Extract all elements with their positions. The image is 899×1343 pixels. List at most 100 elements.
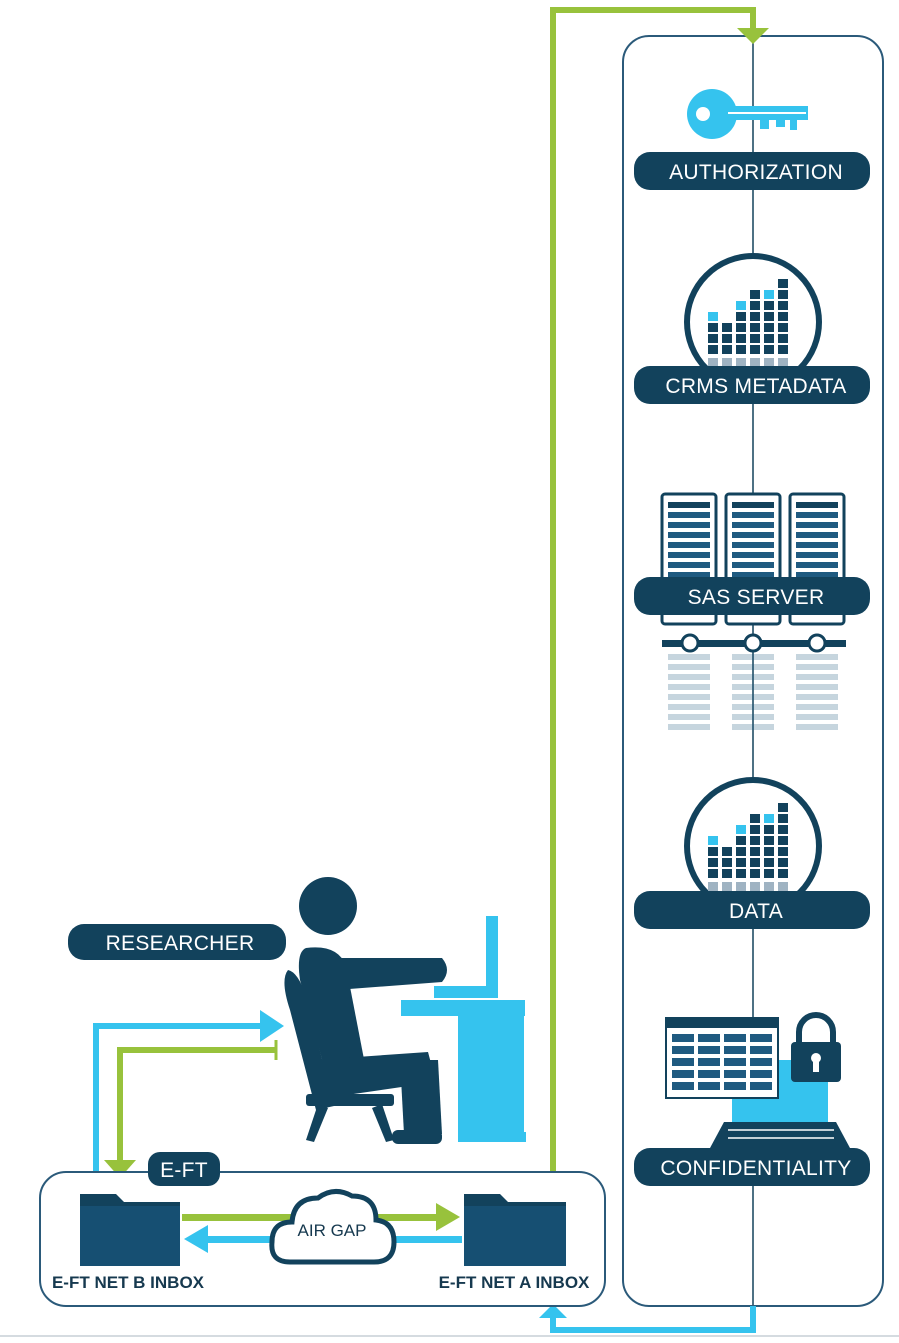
- chart-cell: [778, 847, 788, 856]
- server-slot-reflection: [668, 724, 710, 730]
- server-slot-reflection: [732, 704, 774, 710]
- server-slot-reflection: [732, 674, 774, 680]
- authorization-label: AUTHORIZATION: [669, 161, 843, 184]
- laptop-lock-icon: [665, 1012, 850, 1148]
- chart-cell: [736, 858, 746, 867]
- folder-icon: [80, 1194, 180, 1266]
- server-slot: [732, 572, 774, 578]
- server-slot: [668, 512, 710, 518]
- green-arrow-from-researcher: [117, 1047, 276, 1160]
- sheet-cell: [724, 1046, 746, 1054]
- sas-server-label: SAS SERVER: [688, 586, 825, 609]
- data-pill: [634, 891, 870, 929]
- chart-cell: [764, 836, 774, 845]
- server-slot-reflection: [668, 684, 710, 690]
- chart-cell: [778, 301, 788, 310]
- sheet-cell: [698, 1070, 720, 1078]
- chart-cell: [764, 847, 774, 856]
- chart-cell: [750, 323, 760, 332]
- chart-cell: [764, 323, 774, 332]
- chart-cell: [778, 869, 788, 878]
- chart-cell: [750, 869, 760, 878]
- chart-cell: [750, 301, 760, 310]
- server-slot: [732, 562, 774, 568]
- server-slot: [668, 502, 710, 508]
- chart-cell: [708, 836, 718, 845]
- sheet-cell: [724, 1082, 746, 1090]
- chart-cell: [750, 290, 760, 299]
- chart-cell: [736, 301, 746, 310]
- chart-cell: [736, 345, 746, 354]
- sheet-cell: [672, 1082, 694, 1090]
- server-slot-reflection: [796, 674, 838, 680]
- chart-cell-faded: [722, 882, 732, 891]
- chart-cell: [736, 836, 746, 845]
- chart-cell: [708, 323, 718, 332]
- chart-cell: [750, 814, 760, 823]
- chart-cell-faded: [778, 882, 788, 891]
- server-slot: [668, 542, 710, 548]
- chart-cell: [764, 290, 774, 299]
- server-slot-reflection: [796, 684, 838, 690]
- server-slot: [668, 562, 710, 568]
- server-slot: [796, 532, 838, 538]
- chart-cell: [736, 323, 746, 332]
- chart-cell: [708, 345, 718, 354]
- server-slot: [796, 562, 838, 568]
- chart-cell: [778, 814, 788, 823]
- chart-cell: [722, 334, 732, 343]
- chart-cell: [778, 345, 788, 354]
- sheet-cell: [672, 1058, 694, 1066]
- air-gap-label: AIR GAP: [298, 1221, 367, 1240]
- chart-cell: [778, 803, 788, 812]
- chart-cell-faded: [764, 358, 774, 367]
- chart-cell: [778, 858, 788, 867]
- sheet-cell: [672, 1046, 694, 1054]
- server-slot: [668, 522, 710, 528]
- chart-cell: [778, 323, 788, 332]
- crms-metadata-label: CRMS METADATA: [665, 375, 846, 398]
- server-slot: [732, 502, 774, 508]
- chart-cell: [736, 334, 746, 343]
- chart-cell: [736, 869, 746, 878]
- sheet-cell: [724, 1070, 746, 1078]
- server-network-bar: [662, 633, 846, 653]
- server-slot: [732, 522, 774, 528]
- data-label: DATA: [729, 900, 783, 923]
- server-slot-reflection: [732, 724, 774, 730]
- server-slot-reflection: [668, 694, 710, 700]
- server-slot: [732, 542, 774, 548]
- sheet-cell: [698, 1034, 720, 1042]
- chart-cell: [722, 869, 732, 878]
- server-slot: [796, 522, 838, 528]
- server-slot: [732, 552, 774, 558]
- chart-cell: [778, 836, 788, 845]
- server-slot-reflection: [732, 714, 774, 720]
- net-a-inbox-label: E-FT NET A INBOX: [439, 1273, 590, 1292]
- server-slot-reflection: [732, 664, 774, 670]
- server-slot: [796, 542, 838, 548]
- cyan-arrowhead-air-gap: [184, 1225, 208, 1253]
- eft-tag: [148, 1152, 220, 1186]
- server-slot: [732, 532, 774, 538]
- server-slot-reflection: [796, 724, 838, 730]
- server-slot-reflection: [796, 654, 838, 660]
- cyan-flow-arrow-return: [550, 1306, 756, 1333]
- chart-cell: [764, 858, 774, 867]
- chart-cell: [778, 290, 788, 299]
- sheet-cell: [750, 1082, 772, 1090]
- server-slot-reflection: [796, 664, 838, 670]
- sheet-cell: [698, 1082, 720, 1090]
- chart-cell: [764, 814, 774, 823]
- chart-cell: [750, 836, 760, 845]
- net-b-inbox-label: E-FT NET B INBOX: [52, 1273, 205, 1292]
- chart-cell-faded: [708, 358, 718, 367]
- chart-cell-faded: [708, 882, 718, 891]
- researcher-pill: [68, 924, 286, 960]
- cloud-icon: [269, 1189, 397, 1265]
- chart-cell: [708, 858, 718, 867]
- chart-cell: [750, 334, 760, 343]
- chart-cell-faded: [778, 358, 788, 367]
- chart-cell: [778, 312, 788, 321]
